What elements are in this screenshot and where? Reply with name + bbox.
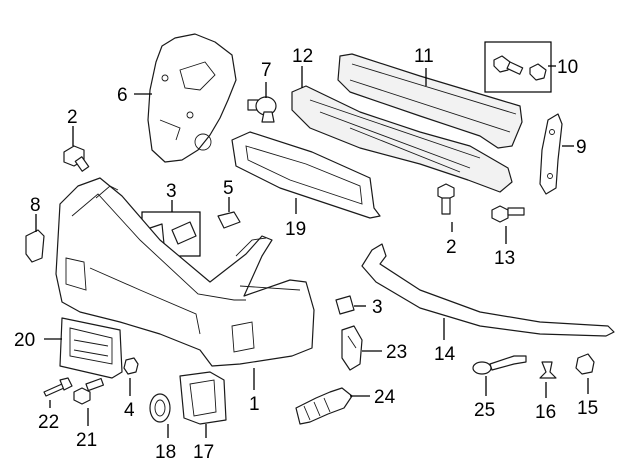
callout-3-box: 3 — [166, 181, 177, 202]
callout-16: 16 — [535, 402, 556, 423]
part-1-bumper-cover — [55, 177, 315, 367]
callout-17: 17 — [193, 442, 214, 463]
part-10-bolt-kit — [484, 41, 552, 93]
part-17-fog-bezel — [179, 371, 227, 425]
part-2-bolt-upper — [63, 145, 90, 172]
callout-20: 20 — [14, 330, 35, 351]
callout-6: 6 — [117, 85, 128, 106]
part-16-pin — [539, 361, 557, 379]
part-2-bolt-lower — [437, 183, 455, 215]
part-4-nut — [123, 357, 139, 375]
callout-4: 4 — [124, 400, 135, 421]
callout-5: 5 — [223, 178, 234, 199]
part-22-stud — [43, 377, 73, 397]
part-13-bolt — [491, 205, 525, 223]
leader-lines — [35, 65, 589, 438]
callout-2-upper: 2 — [67, 107, 78, 128]
part-7-push-pin — [247, 96, 277, 123]
callout-18: 18 — [155, 442, 176, 463]
part-12-absorber — [291, 85, 513, 193]
callout-3-single: 3 — [372, 297, 383, 318]
callout-13: 13 — [494, 248, 515, 269]
callout-12: 12 — [292, 46, 313, 67]
part-8-bracket — [25, 229, 45, 263]
part-23-duct — [341, 325, 363, 371]
callout-9: 9 — [576, 137, 587, 158]
part-15-nut — [575, 353, 595, 375]
callout-25: 25 — [474, 400, 495, 421]
callout-23: 23 — [386, 342, 407, 363]
part-5-clip — [217, 211, 241, 229]
part-11-reinforcement — [337, 53, 523, 149]
callout-21: 21 — [76, 430, 97, 451]
part-9-bracket — [539, 113, 563, 195]
part-14-molding — [361, 243, 615, 337]
callout-1: 1 — [249, 394, 260, 415]
callout-24: 24 — [374, 387, 396, 408]
callout-15: 15 — [577, 398, 598, 419]
part-25-tow-eye — [472, 355, 527, 375]
callout-labels: 6 7 12 11 10 9 2 8 3 5 19 2 13 3 14 20 2… — [14, 46, 598, 463]
part-24-hose — [295, 387, 353, 425]
part-6-bracket — [147, 33, 237, 163]
callout-19: 19 — [285, 219, 306, 240]
callout-11: 11 — [414, 46, 434, 67]
part-18-grommet — [149, 393, 171, 423]
part-19-grille — [231, 131, 381, 219]
part-21-bolt — [73, 377, 105, 405]
callout-2-lower: 2 — [446, 237, 457, 258]
callout-7: 7 — [261, 60, 272, 81]
callout-10: 10 — [557, 57, 578, 78]
callout-22: 22 — [38, 412, 59, 433]
part-20-license-bracket — [59, 317, 123, 379]
part-3-clip — [335, 295, 355, 315]
callout-8: 8 — [30, 195, 41, 216]
callout-14: 14 — [434, 344, 456, 365]
